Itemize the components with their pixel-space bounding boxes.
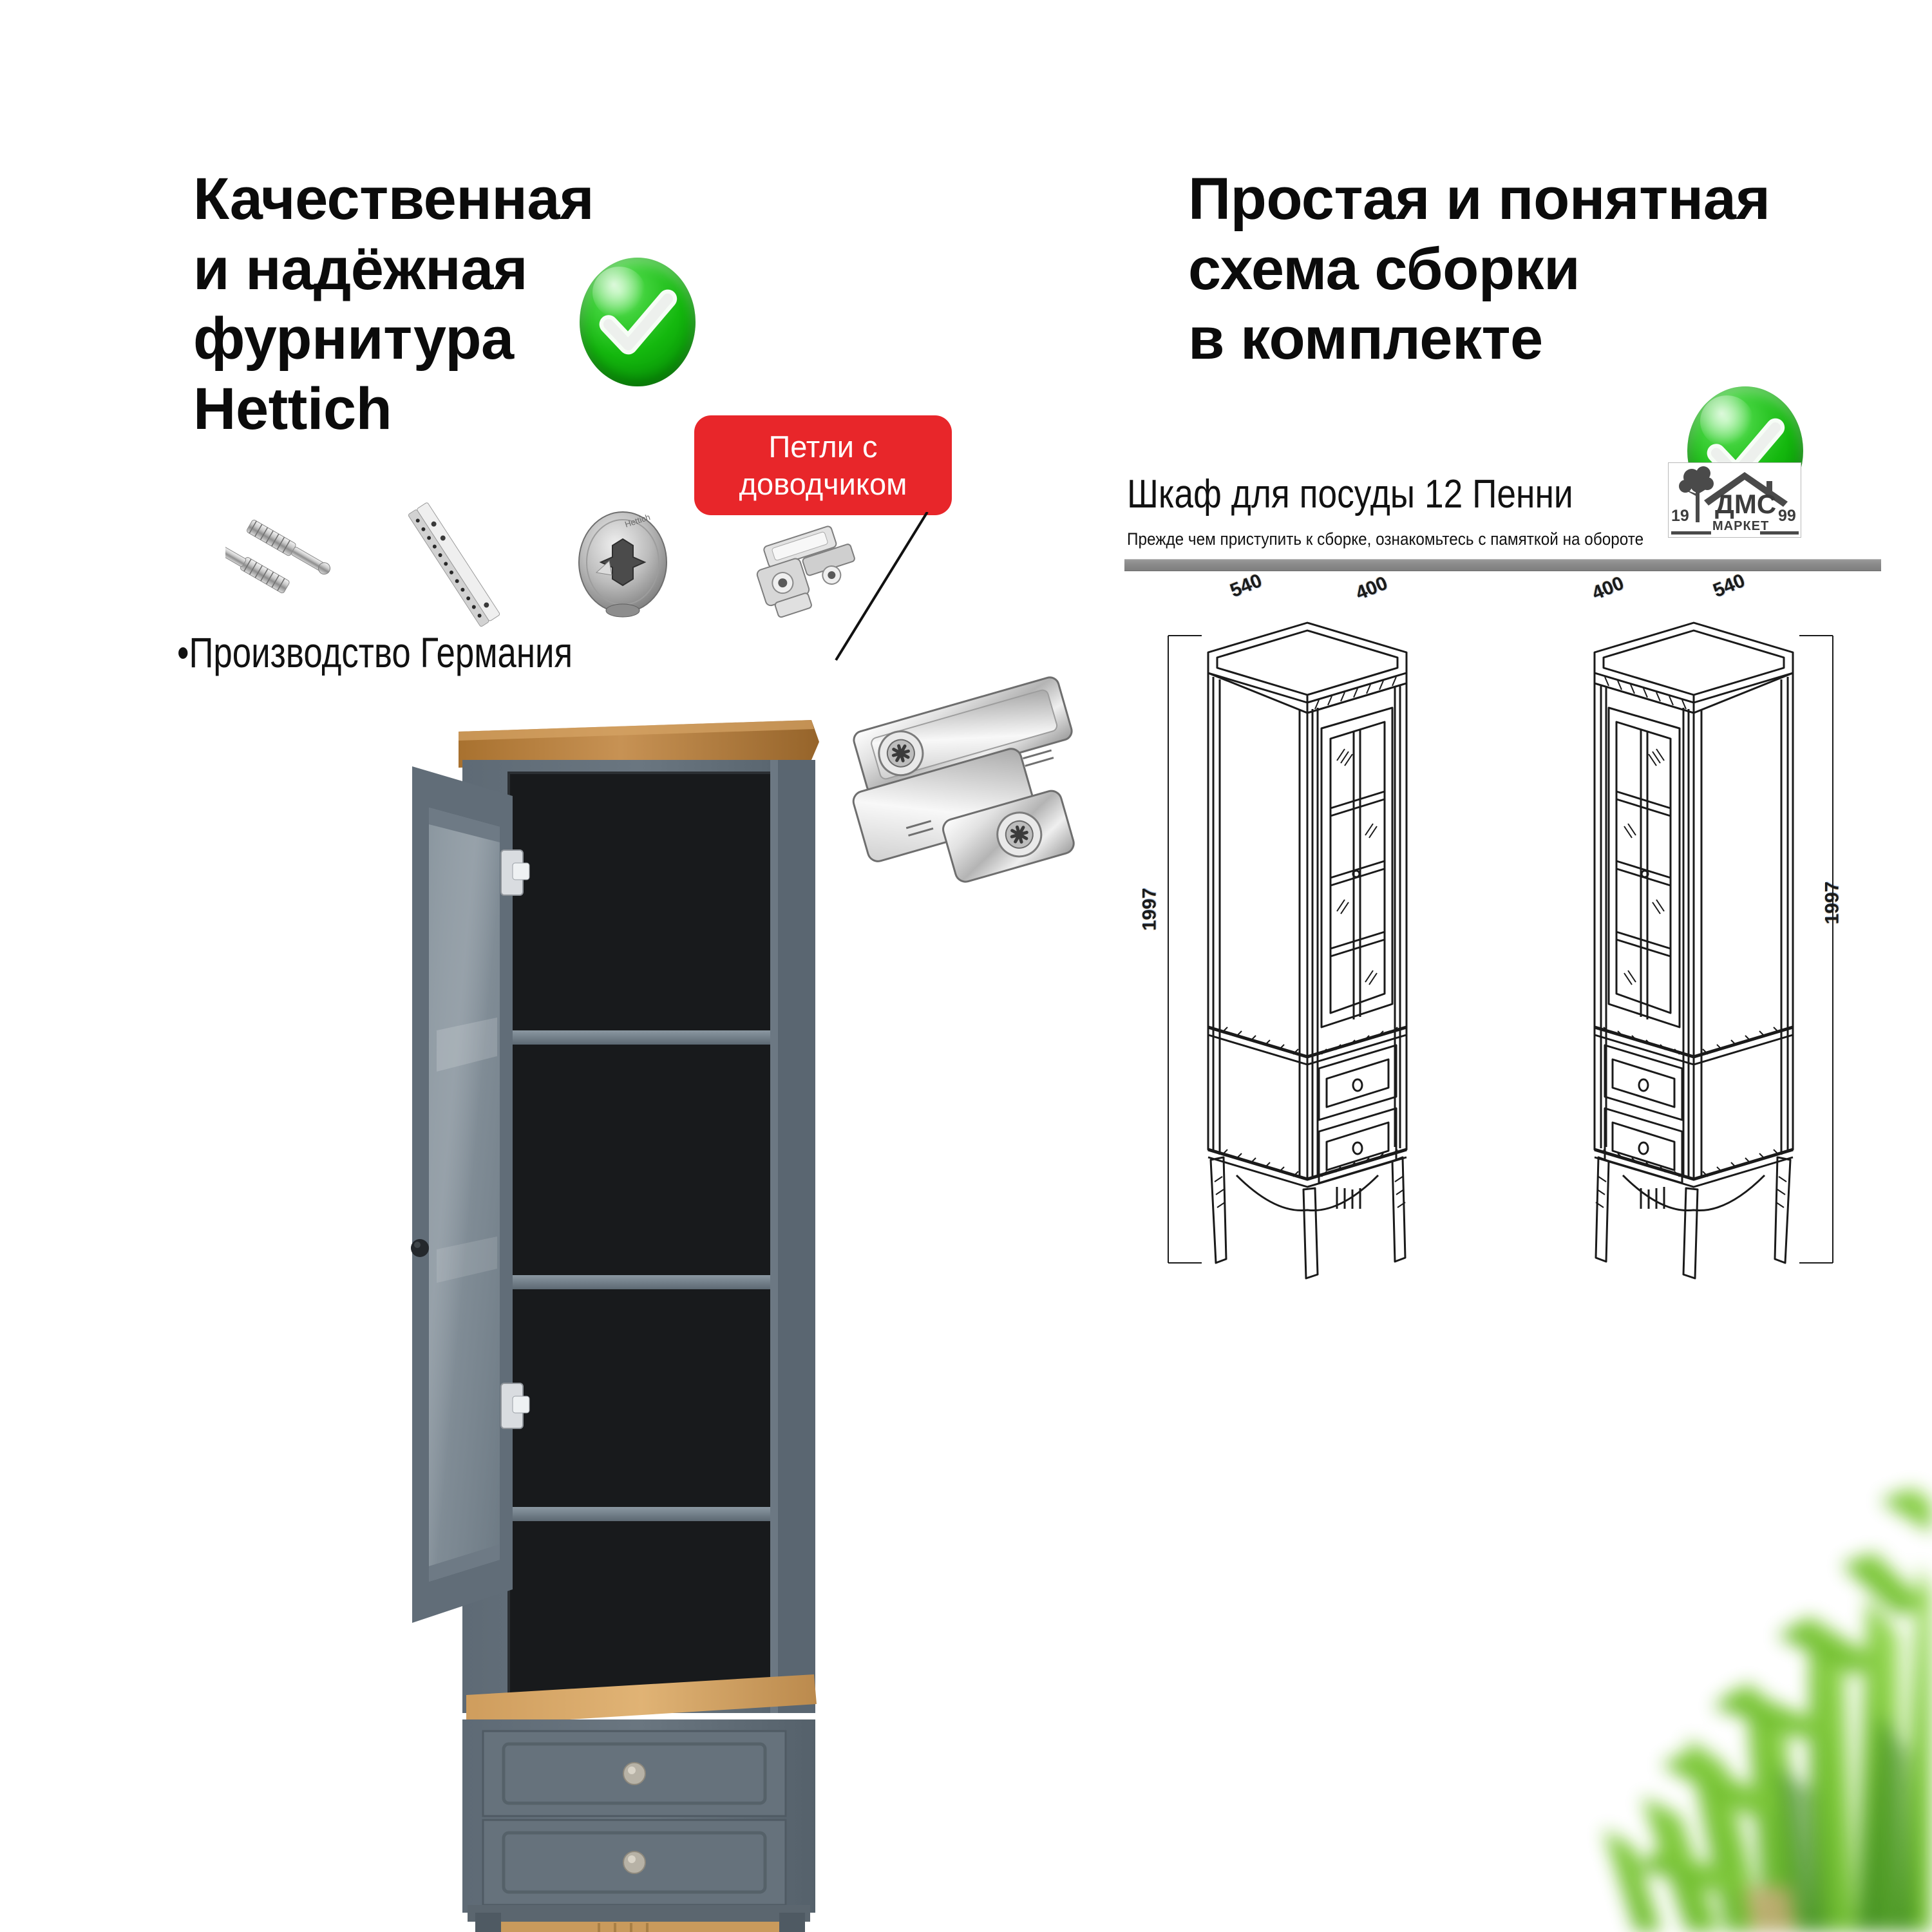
assembly-instruction-sheet: Шкаф для посуды 12 Пенни ДМС МАРКЕТ 19 9 bbox=[1121, 451, 1900, 1352]
check-mark-icon bbox=[599, 289, 677, 355]
logo-year-left: 19 bbox=[1671, 507, 1689, 525]
right-headline: Простая и понятная схема сборки в компле… bbox=[1188, 166, 1770, 372]
left-headline: Качественная и надёжная фурнитура Hettic… bbox=[193, 166, 594, 442]
house-and-tree-icon: ДМС МАРКЕТ 19 99 bbox=[1671, 466, 1799, 535]
cabinet-line-drawing-right bbox=[1593, 621, 1833, 1280]
logo-year-right: 99 bbox=[1778, 507, 1796, 525]
logo-sub-text: МАРКЕТ bbox=[1712, 519, 1769, 533]
cabinet-line-drawing-left bbox=[1168, 621, 1408, 1280]
soft-close-hinge-plate-icon bbox=[852, 676, 1075, 883]
drawer-slide-rail-icon bbox=[408, 502, 500, 627]
cabinet-photo bbox=[411, 720, 819, 1932]
cam-lock-fitting-icon: Hettich bbox=[578, 511, 667, 618]
dms-market-logo: ДМС МАРКЕТ 19 99 bbox=[1668, 462, 1801, 538]
badge-leader-line bbox=[835, 512, 929, 661]
dowel-screws-icon bbox=[225, 520, 331, 594]
hinge-soft-close-badge: Петли с доводчиком bbox=[694, 415, 952, 515]
assembly-view-right: 400 540 1997 bbox=[1520, 570, 1855, 1317]
assembly-view-left: 540 400 1997 bbox=[1139, 570, 1481, 1317]
blurred-green-plant bbox=[1604, 1488, 1932, 1932]
origin-bullet: •Производство Германия bbox=[177, 629, 573, 676]
sheet-subtitle: Прежде чем приступить к сборке, ознакомь… bbox=[1127, 529, 1644, 549]
dim-height-1997-left: 1997 bbox=[1139, 887, 1160, 931]
soft-close-hinge-small-icon bbox=[756, 526, 855, 618]
logo-brand-text: ДМС bbox=[1715, 489, 1776, 519]
green-check-icon bbox=[580, 258, 696, 386]
sheet-title: Шкаф для посуды 12 Пенни bbox=[1127, 472, 1573, 516]
sheet-divider-rule bbox=[1124, 559, 1881, 571]
